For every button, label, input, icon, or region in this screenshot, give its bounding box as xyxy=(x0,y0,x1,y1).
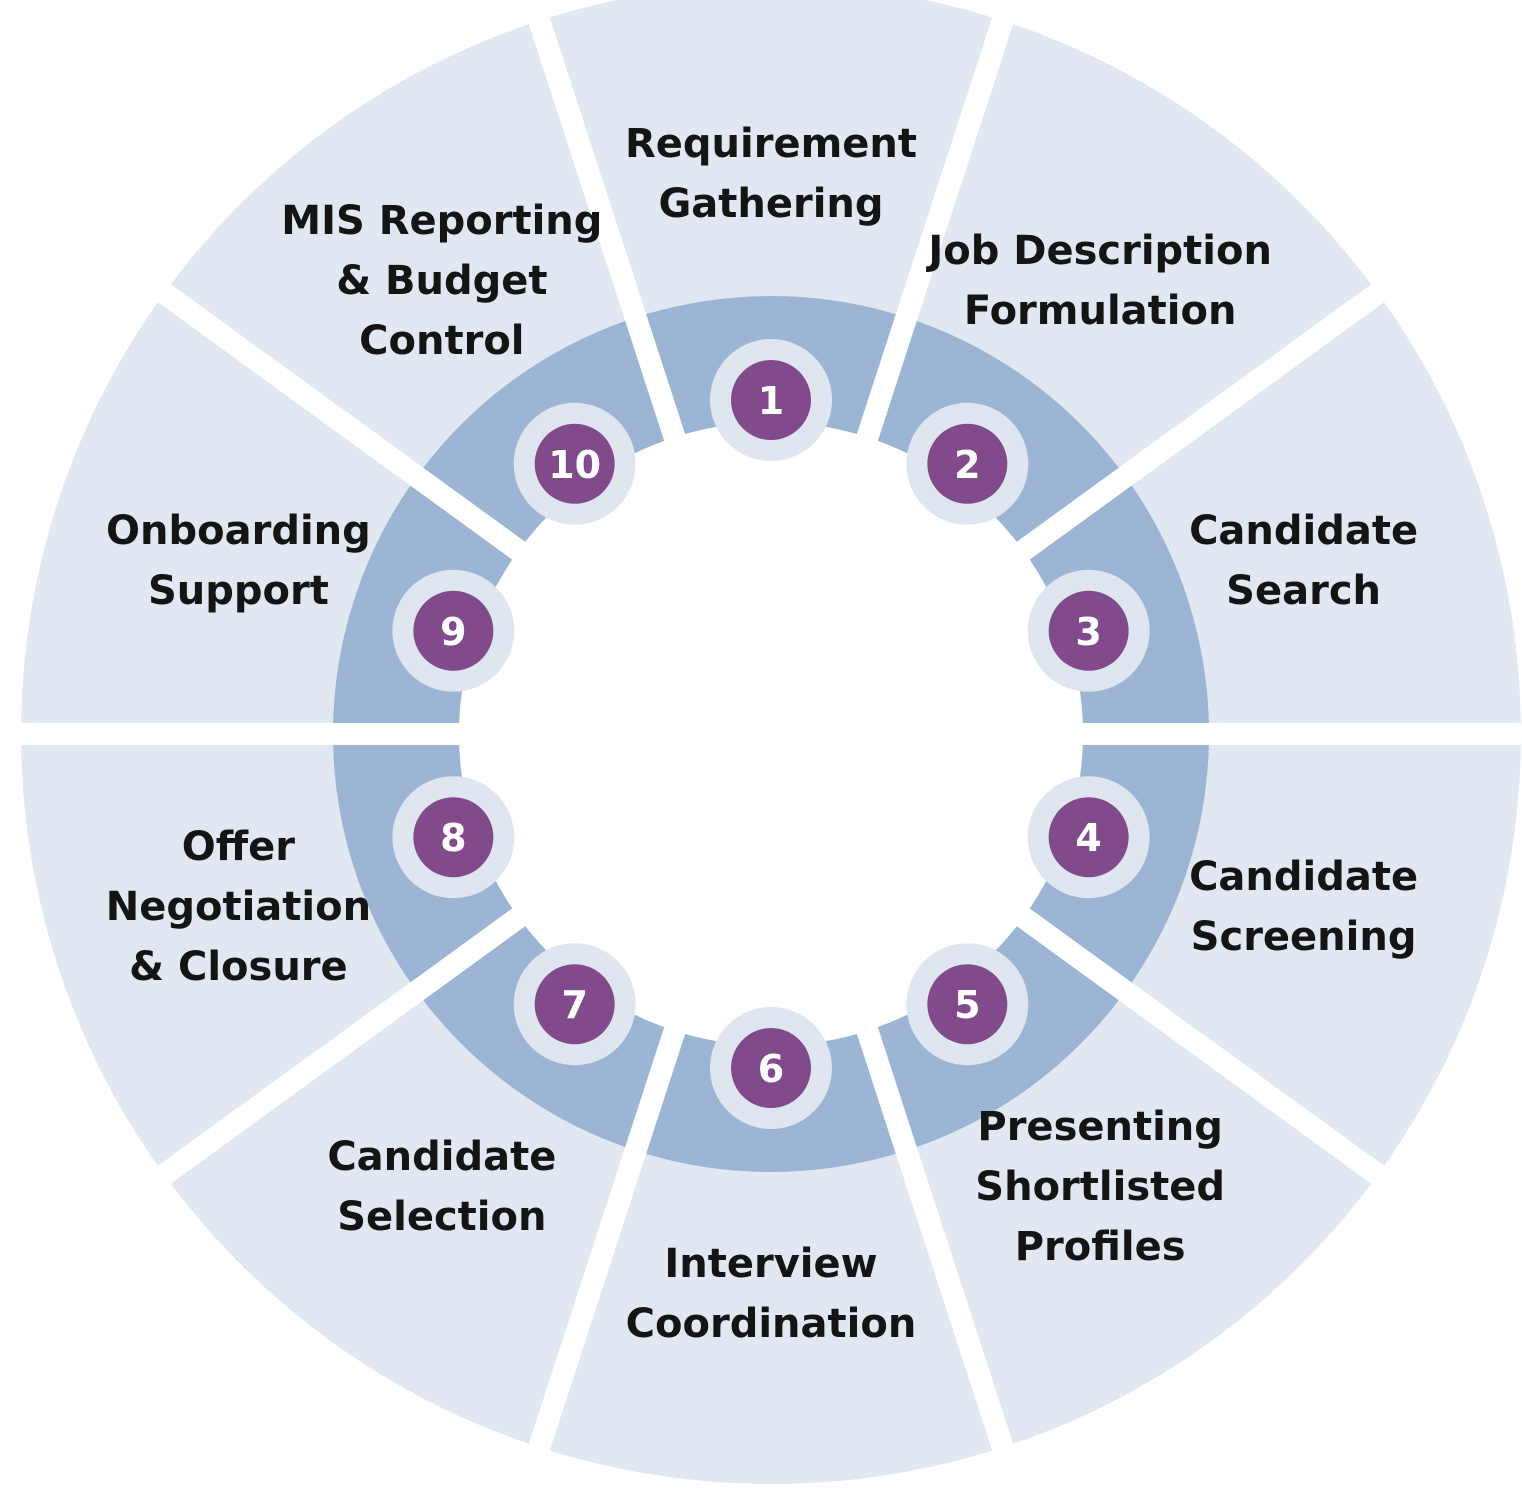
step-badge-2 xyxy=(927,423,1008,504)
step-number-7: 7 xyxy=(561,983,587,1027)
step-label-line: Interview xyxy=(664,1241,877,1287)
step-badge-7 xyxy=(534,964,615,1045)
step-label-line: Presenting xyxy=(977,1104,1223,1150)
step-label-line: & Closure xyxy=(129,944,348,990)
step-badge-1 xyxy=(731,360,811,440)
segment-outer-5 xyxy=(916,999,1372,1444)
step-label-line: Offer xyxy=(182,824,296,870)
step-badges: 1 2 3 4 5 6 7 8 9 10 xyxy=(392,339,1150,1129)
step-badge-10 xyxy=(534,423,615,504)
step-number-1: 1 xyxy=(758,379,784,423)
segment-outer-6 xyxy=(549,1152,993,1484)
step-label-line: Negotiation xyxy=(106,884,371,930)
step-label-line: Gathering xyxy=(658,181,883,227)
step-label-line: Onboarding xyxy=(106,508,371,554)
step-number-2: 2 xyxy=(954,443,980,487)
segment-outer-7 xyxy=(170,999,626,1444)
step-badge-9 xyxy=(413,590,494,671)
step-label-line: Requirement xyxy=(625,121,917,167)
segment-outer-4 xyxy=(1130,745,1521,1166)
step-badge-8 xyxy=(413,797,494,878)
step-label-line: Candidate xyxy=(1189,854,1418,900)
step-badge-5 xyxy=(927,964,1008,1045)
segment-outer-8 xyxy=(21,745,412,1166)
segment-outer-9 xyxy=(21,302,412,723)
step-number-5: 5 xyxy=(954,983,980,1027)
step-badge-6 xyxy=(731,1028,811,1108)
wheel-center xyxy=(459,422,1083,1046)
step-label-line: Shortlisted xyxy=(975,1164,1225,1210)
step-label-line: Job Description xyxy=(925,228,1272,274)
step-label-line: Candidate xyxy=(1189,508,1418,554)
segment-outer-3 xyxy=(1130,302,1521,723)
step-label-line: & Budget xyxy=(336,258,547,304)
step-label-line: Screening xyxy=(1191,914,1417,960)
step-label-line: Search xyxy=(1226,568,1381,614)
step-label-line: Profiles xyxy=(1015,1224,1186,1270)
step-number-9: 9 xyxy=(440,610,466,654)
step-label-line: Control xyxy=(359,318,524,364)
step-label-line: Coordination xyxy=(626,1301,917,1347)
step-number-4: 4 xyxy=(1075,816,1101,860)
step-label-line: Support xyxy=(148,568,329,614)
step-number-10: 10 xyxy=(548,443,601,487)
wheel-segments xyxy=(21,0,1521,1484)
segment-outer-2 xyxy=(916,24,1372,469)
step-number-8: 8 xyxy=(440,816,466,860)
step-badge-3 xyxy=(1048,590,1129,671)
segment-outer-1 xyxy=(549,0,993,316)
step-label-line: MIS Reporting xyxy=(281,198,602,244)
step-label-line: Selection xyxy=(337,1194,546,1240)
step-number-3: 3 xyxy=(1075,610,1101,654)
step-label-line: Candidate xyxy=(327,1134,556,1180)
step-label-line: Formulation xyxy=(964,288,1237,334)
segment-outer-10 xyxy=(170,24,626,469)
step-number-6: 6 xyxy=(758,1047,784,1091)
step-badge-4 xyxy=(1048,797,1129,878)
